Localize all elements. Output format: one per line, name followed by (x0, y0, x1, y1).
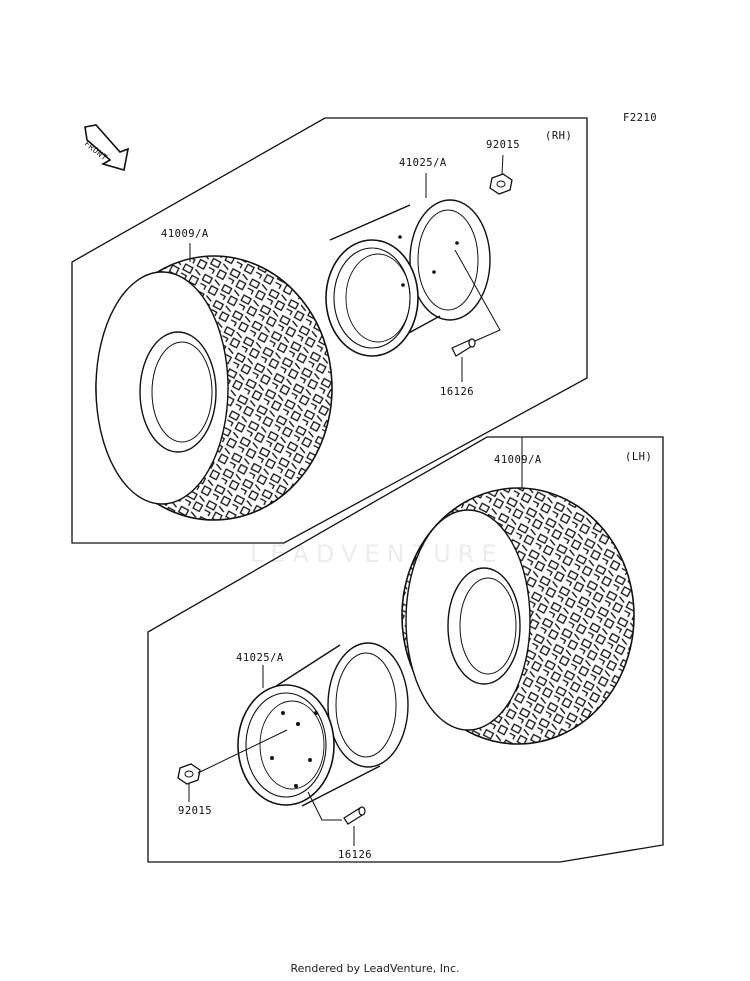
lh-part-41025a: 41025/A (236, 652, 284, 664)
valve-stem-rh (451, 249, 501, 382)
lh-part-41009a: 41009/A (494, 454, 542, 466)
rh-panel (71, 117, 588, 544)
rh-part-41025a: 41025/A (399, 157, 447, 169)
lh-side-label: (LH) (625, 451, 653, 463)
wheel-rh (325, 199, 491, 357)
wheel-lh (237, 640, 409, 807)
lh-part-92015: 92015 (178, 805, 213, 817)
rh-part-16126: 16126 (440, 386, 475, 398)
footer-credit: Rendered by LeadVenture, Inc. (290, 962, 460, 975)
rh-part-92015: 92015 (486, 139, 521, 151)
front-arrow-icon (84, 124, 130, 172)
tire-rh (95, 255, 333, 521)
diagram-code: F2210 (623, 112, 658, 124)
watermark: LEADVENTURE (250, 540, 504, 568)
rh-side-label: (RH) (545, 130, 573, 142)
lh-panel (147, 436, 664, 863)
nut-lh (177, 729, 288, 802)
nut-rh (489, 154, 513, 195)
tire-lh (401, 487, 635, 745)
valve-stem-lh (307, 791, 366, 846)
rh-part-41009a: 41009/A (161, 228, 209, 240)
lh-part-16126: 16126 (338, 849, 373, 861)
